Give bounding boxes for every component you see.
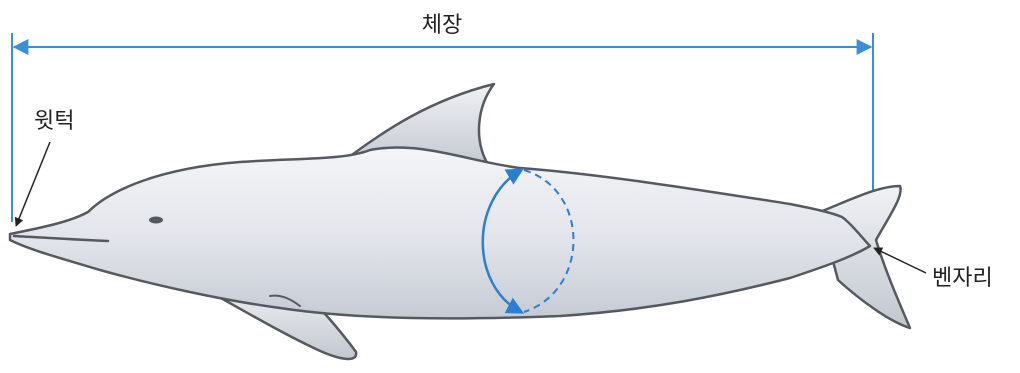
- upper-jaw-label: 윗턱: [34, 109, 74, 134]
- dolphin-body: [10, 147, 870, 318]
- dolphin-illustration: [10, 84, 910, 359]
- eye: [149, 217, 163, 224]
- tail-notch-label: 벤자리: [932, 266, 993, 291]
- body-length-label: 체장: [422, 13, 462, 38]
- upper-jaw-pointer: [16, 142, 50, 226]
